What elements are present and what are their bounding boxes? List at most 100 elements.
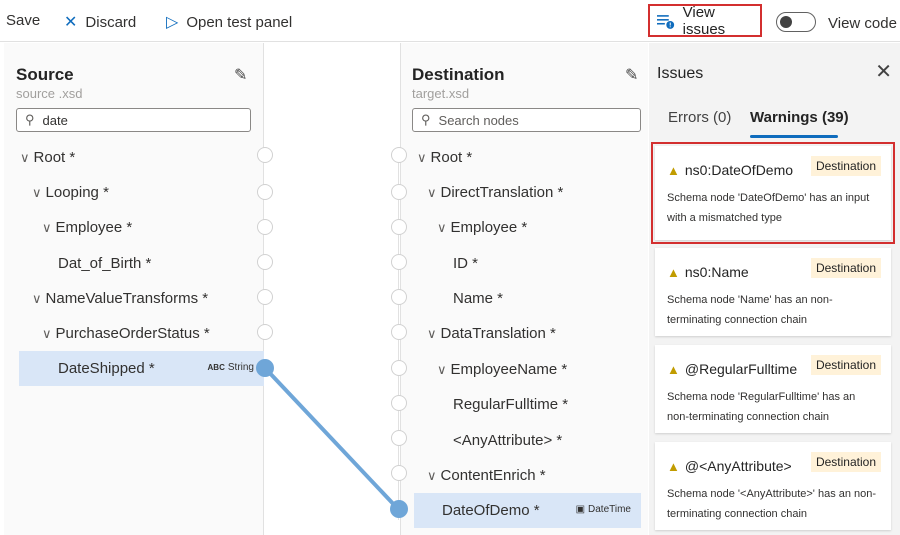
warning-icon: ▲ [667, 361, 680, 377]
chevron-down-icon[interactable]: ∨ [437, 361, 447, 377]
close-icon: ✕ [64, 14, 78, 31]
destination-node-dateofdemo[interactable]: DateOfDemo * ▣ DateTime [414, 493, 641, 528]
destination-handle[interactable] [391, 254, 407, 270]
issue-badge: Destination [810, 258, 881, 278]
destination-node-name[interactable]: Name * [453, 290, 504, 307]
source-handle-connected[interactable] [256, 359, 274, 377]
chevron-down-icon[interactable]: ∨ [32, 290, 42, 306]
destination-guide-line [398, 160, 399, 520]
chevron-down-icon[interactable]: ∨ [417, 149, 427, 165]
warning-icon: ▲ [667, 162, 680, 178]
issue-card[interactable]: ▲ ns0:DateOfDemo Destination Schema node… [651, 142, 895, 244]
chevron-down-icon[interactable]: ∨ [20, 149, 30, 165]
source-node-purchaseorderstatus[interactable]: ∨ PurchaseOrderStatus * [42, 325, 210, 342]
chevron-down-icon[interactable]: ∨ [437, 219, 447, 235]
warning-icon: ▲ [667, 264, 680, 280]
destination-node-regularfulltime[interactable]: RegularFulltime * [453, 396, 569, 413]
destination-handle[interactable] [391, 219, 407, 235]
source-handle[interactable] [257, 254, 273, 270]
chevron-down-icon[interactable]: ∨ [427, 467, 437, 483]
source-handle[interactable] [257, 147, 273, 163]
destination-file: target.xsd [412, 86, 470, 101]
source-handle[interactable] [257, 219, 273, 235]
issue-title: ns0:DateOfDemo [684, 162, 794, 178]
issue-card[interactable]: ▲ @RegularFulltime Destination Schema no… [655, 345, 891, 433]
issues-panel: Issues ✕ Errors (0) Warnings (39) ▲ ns0:… [649, 43, 900, 535]
destination-handle[interactable] [391, 184, 407, 200]
pencil-icon[interactable]: ✎ [234, 67, 248, 84]
issue-description: Schema node 'RegularFulltime' has an non… [667, 391, 856, 423]
source-file: source .xsd [16, 86, 83, 101]
issue-title: @<AnyAttribute> [684, 458, 792, 474]
chevron-down-icon[interactable]: ∨ [427, 325, 437, 341]
issue-title: @RegularFulltime [684, 361, 798, 377]
source-handle[interactable] [257, 184, 273, 200]
destination-search-box[interactable]: ⚲ [412, 108, 641, 132]
chevron-down-icon[interactable]: ∨ [42, 219, 52, 235]
issues-title: Issues [657, 65, 704, 82]
destination-handle[interactable] [391, 360, 407, 376]
destination-node-employee[interactable]: ∨ Employee * [437, 219, 528, 236]
issue-title: ns0:Name [684, 264, 749, 280]
destination-handle[interactable] [391, 430, 407, 446]
destination-handle[interactable] [391, 147, 407, 163]
source-node-employee[interactable]: ∨ Employee * [42, 219, 133, 236]
source-search-input[interactable] [42, 112, 223, 128]
destination-node-root[interactable]: ∨ Root * [417, 149, 473, 166]
pencil-icon[interactable]: ✎ [625, 67, 639, 84]
destination-node-employeename[interactable]: ∨ EmployeeName * [437, 361, 568, 378]
destination-node-datatranslation[interactable]: ∨ DataTranslation * [427, 325, 556, 342]
close-icon[interactable]: ✕ [875, 61, 892, 83]
abc-icon: ABC [207, 363, 225, 372]
destination-handle[interactable] [391, 465, 407, 481]
destination-panel: Destination ✎ target.xsd ⚲ ∨ Root * ∨ Di… [400, 43, 648, 535]
destination-node-anyattribute[interactable]: <AnyAttribute> * [453, 432, 563, 449]
chevron-down-icon[interactable]: ∨ [32, 184, 42, 200]
chevron-down-icon[interactable]: ∨ [42, 325, 52, 341]
issue-description: Schema node 'DateOfDemo' has an input wi… [667, 192, 870, 224]
issue-description: Schema node 'Name' has an non-terminatin… [667, 294, 833, 326]
issue-card[interactable]: ▲ @<AnyAttribute> Destination Schema nod… [655, 442, 891, 530]
warning-icon: ▲ [667, 458, 680, 474]
destination-node-id[interactable]: ID * [453, 255, 479, 272]
source-node-namevaluetransforms[interactable]: ∨ NameValueTransforms * [32, 290, 209, 307]
source-handle[interactable] [257, 324, 273, 340]
source-search-box[interactable]: ⚲ [16, 108, 251, 132]
source-node-dat-of-birth[interactable]: Dat_of_Birth * [58, 255, 152, 272]
tab-errors[interactable]: Errors (0) [668, 109, 732, 126]
issue-badge: Destination [810, 156, 881, 176]
tab-warnings[interactable]: Warnings (39) [750, 109, 849, 126]
destination-node-directtranslation[interactable]: ∨ DirectTranslation * [427, 184, 564, 201]
toggle-knob [780, 16, 792, 28]
source-panel: Source ✎ source .xsd ⚲ ∨ Root * ∨ Loopin… [4, 43, 264, 535]
destination-handle[interactable] [391, 395, 407, 411]
issue-description: Schema node '<AnyAttribute>' has an non-… [667, 488, 877, 520]
destination-handle[interactable] [391, 289, 407, 305]
calendar-clock-icon: ▣ [575, 504, 586, 515]
destination-handle-connected[interactable] [390, 500, 408, 518]
issue-card[interactable]: ▲ ns0:Name Destination Schema node 'Name… [655, 248, 891, 336]
save-button[interactable]: Save [6, 12, 41, 29]
source-node-root[interactable]: ∨ Root * [20, 149, 76, 166]
open-test-panel-button[interactable]: ▷ Open test panel [166, 13, 293, 32]
issues-list-icon [657, 14, 675, 29]
view-code-toggle[interactable] [776, 12, 816, 32]
issue-badge: Destination [810, 355, 881, 375]
view-issues-button[interactable]: View issues [648, 4, 762, 38]
chevron-down-icon[interactable]: ∨ [427, 184, 437, 200]
source-node-looping[interactable]: ∨ Looping * [32, 184, 109, 201]
toolbar: Save ✕ Discard ▷ Open test panel View is… [0, 0, 900, 42]
active-tab-indicator [750, 135, 838, 138]
destination-search-input[interactable] [438, 112, 619, 128]
source-node-dateshipped[interactable]: DateShipped * ABC String [19, 351, 264, 386]
play-icon: ▷ [166, 14, 179, 31]
type-badge: ▣ DateTime [575, 504, 631, 515]
destination-node-contentenrich[interactable]: ∨ ContentEnrich * [427, 467, 546, 484]
type-badge: ABC String [207, 362, 254, 373]
view-code-label: View code [828, 15, 897, 32]
source-handle[interactable] [257, 289, 273, 305]
discard-button[interactable]: ✕ Discard [64, 13, 137, 32]
search-icon: ⚲ [421, 112, 431, 127]
destination-handle[interactable] [391, 324, 407, 340]
